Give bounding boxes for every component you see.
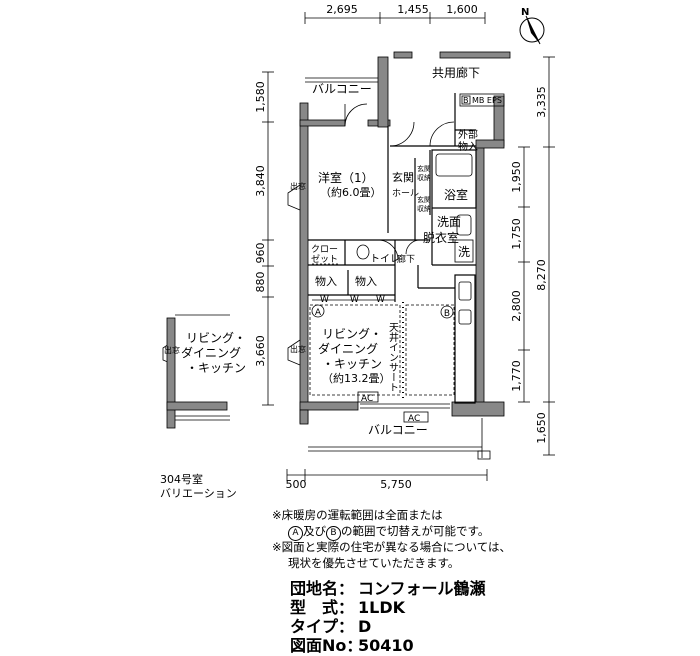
info-no-row: 図面No：50410 bbox=[290, 632, 414, 656]
info-name-value: コンフォール鶴瀬 bbox=[358, 579, 486, 598]
label-yoshitsu-1: 洋室（1） bbox=[318, 170, 374, 185]
dim-bottom-1: 500 bbox=[286, 478, 307, 491]
variation-ldk-2: ダイニング bbox=[181, 345, 241, 360]
dim-right-inner-4: 1,770 bbox=[510, 360, 523, 392]
note-line-1: ※床暖房の運転範囲は全面または bbox=[272, 508, 443, 522]
label-closet-2: ゼット bbox=[311, 253, 338, 265]
info-name-row: 団地名：コンフォール鶴瀬 bbox=[290, 575, 486, 599]
dim-top-2: 1,455 bbox=[397, 3, 429, 16]
note-line-4: 現状を優先させていただきます。 bbox=[288, 556, 460, 570]
floor-heating-ranges bbox=[309, 304, 455, 396]
info-kind-row: タイプ：D bbox=[290, 613, 371, 637]
dim-left-1: 1,580 bbox=[254, 81, 267, 113]
balconies bbox=[305, 77, 491, 460]
label-w-1: W bbox=[320, 295, 329, 305]
north-label: N bbox=[521, 7, 529, 18]
label-ldk-1: リビング・ bbox=[322, 327, 382, 341]
note-line-2-mid: 及び bbox=[303, 524, 326, 538]
variation-caption-1: 304号室 bbox=[160, 472, 203, 486]
dim-right-outer-2: 8,270 bbox=[535, 259, 548, 291]
label-mono-1: 物入 bbox=[315, 274, 337, 288]
info-no-label: 図面No： bbox=[290, 636, 363, 655]
label-tenjo-insert: 天井インサート bbox=[387, 322, 399, 392]
label-ldk-4: （約13.2畳） bbox=[322, 371, 391, 385]
dim-left-2: 3,840 bbox=[254, 165, 267, 197]
label-mono-2: 物入 bbox=[355, 274, 377, 288]
heating-range-b bbox=[405, 304, 455, 396]
label-demado-1: 出窓 bbox=[290, 181, 306, 191]
north-arrow-icon: N bbox=[519, 7, 545, 45]
label-gaibu-2: 物入 bbox=[458, 140, 478, 153]
label-w-3: W bbox=[376, 295, 385, 305]
zone-a-marker: A bbox=[315, 308, 322, 318]
dim-right-inner-1: 1,950 bbox=[510, 161, 523, 193]
zone-b-circle: B bbox=[326, 526, 341, 541]
label-hall: ホール bbox=[392, 188, 419, 199]
label-senmen-1: 洗面 bbox=[437, 215, 461, 229]
info-name-label: 団地名： bbox=[290, 579, 355, 598]
label-roka: 廊下 bbox=[397, 253, 415, 265]
label-bath: 浴室 bbox=[444, 187, 468, 202]
label-ldk-3: ・キッチン bbox=[322, 357, 382, 371]
dim-right-inner-2: 1,750 bbox=[510, 218, 523, 250]
info-no-value: 50410 bbox=[358, 636, 414, 655]
label-balcony-top: バルコニー bbox=[312, 82, 372, 96]
label-mb-b: B bbox=[463, 96, 469, 105]
label-closet-1: クロー bbox=[311, 244, 338, 255]
zone-markers: A B bbox=[311, 304, 454, 319]
label-ac-2: AC bbox=[408, 414, 420, 424]
dim-right-outer-3: 1,650 bbox=[535, 412, 548, 444]
info-type-value: 1LDK bbox=[358, 598, 406, 617]
info-type-label: 型 式： bbox=[290, 598, 355, 617]
variation-caption-2: バリエーション bbox=[160, 487, 237, 500]
dim-right-outer-1: 3,335 bbox=[535, 86, 548, 118]
label-balcony-bottom: バルコニー bbox=[368, 423, 428, 437]
walls bbox=[299, 51, 511, 425]
variation-ldk-3: ・キッチン bbox=[186, 361, 246, 375]
note-line-2-end: の範囲で切替えが可能です。 bbox=[341, 524, 490, 538]
dim-top-3: 1,600 bbox=[446, 3, 478, 16]
label-gaibu-1: 外部 bbox=[458, 128, 478, 141]
variation-ldk-1: リビング・ bbox=[186, 331, 246, 345]
zone-b-marker: B bbox=[444, 309, 450, 319]
label-ac-1: AC bbox=[361, 394, 373, 404]
dim-bottom-2: 5,750 bbox=[380, 478, 412, 491]
variation-demado: 出窓 bbox=[164, 345, 180, 355]
heating-range-a bbox=[309, 304, 401, 396]
room-labels: 共用廊下 バルコニー バルコニー B MB EPS 外部 物入 洋室（1） （約… bbox=[290, 65, 502, 437]
fixtures bbox=[162, 93, 505, 423]
zone-a-circle: A bbox=[288, 526, 303, 541]
info-kind-label: タイプ： bbox=[290, 617, 355, 636]
dim-left-4: 880 bbox=[254, 272, 267, 293]
note-line-3: ※図面と実際の住宅が異なる場合については、 bbox=[272, 540, 512, 554]
dimension-lines bbox=[262, 12, 555, 481]
label-senmen-2: 脱衣室 bbox=[423, 230, 459, 245]
label-yoshitsu-2: （約6.0畳） bbox=[320, 185, 382, 199]
label-ldk-2: ダイニング bbox=[318, 341, 378, 356]
info-kind-value: D bbox=[358, 617, 372, 636]
dimension-labels: 2,695 1,455 1,600 1,580 3,840 960 880 3,… bbox=[254, 3, 548, 491]
label-demado-2: 出窓 bbox=[290, 344, 306, 354]
dim-right-inner-3: 2,800 bbox=[510, 290, 523, 322]
info-type-row: 型 式：1LDK bbox=[290, 594, 405, 618]
label-sentaku: 洗 bbox=[458, 245, 470, 259]
dim-top-1: 2,695 bbox=[326, 3, 358, 16]
label-kyoyo-roka: 共用廊下 bbox=[432, 65, 480, 80]
label-genkan: 玄関 bbox=[392, 170, 414, 184]
label-w-2: W bbox=[350, 295, 359, 305]
dim-left-3: 960 bbox=[254, 243, 267, 264]
label-toilet: トイレ bbox=[370, 254, 400, 265]
label-genkan-shuno-a-1: 玄関 bbox=[417, 164, 431, 173]
label-mb-eps: MB EPS bbox=[472, 96, 502, 105]
label-genkan-shuno-b-2: 収納 bbox=[417, 204, 431, 213]
label-genkan-shuno-b-1: 玄関 bbox=[417, 195, 431, 204]
dim-left-5: 3,660 bbox=[254, 335, 267, 367]
variation-304: リビング・ ダイニング ・キッチン 出窓 304号室 バリエーション bbox=[160, 314, 246, 500]
label-genkan-shuno-a-2: 収納 bbox=[417, 173, 431, 182]
partitions bbox=[308, 93, 477, 404]
